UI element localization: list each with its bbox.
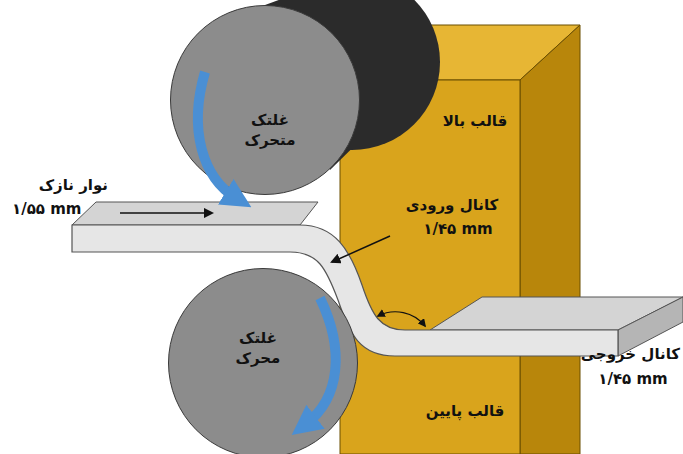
dimension: ۱/۴۵ mm <box>588 370 678 388</box>
die-side-face <box>520 25 580 454</box>
feed-arrow <box>120 212 212 214</box>
strip-top-face <box>72 202 318 225</box>
roller-label: غلتک محرک <box>228 328 288 369</box>
channel-label: کانال خروجی <box>572 345 680 363</box>
angle-arc <box>378 312 425 326</box>
die-label: قالب پایین <box>426 401 505 421</box>
upper-die: قالب بالا <box>420 105 530 137</box>
channel-label: کانال ورودی <box>392 196 512 214</box>
roller-label: غلتک متحرک <box>240 110 300 151</box>
lower-die: قالب پایین <box>405 395 525 427</box>
die-label: قالب بالا <box>443 111 508 131</box>
leader-line <box>332 236 390 262</box>
dimension: ۱/۴۵ mm <box>408 220 508 238</box>
strip-label: نوار نازک <box>0 176 108 194</box>
driving-roller: غلتک محرک <box>168 268 358 454</box>
dimension: ۱/۵۵ mm <box>12 200 112 218</box>
